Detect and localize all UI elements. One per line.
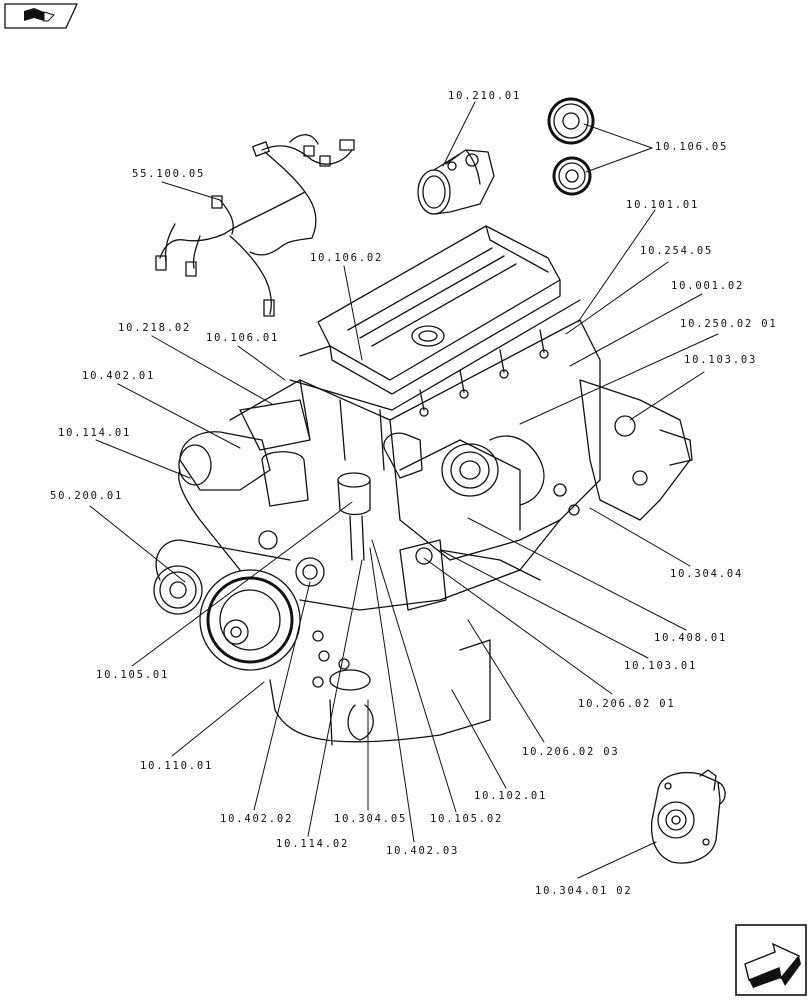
callout-timing-gears[interactable]: 10.106.05 <box>655 141 729 153</box>
next-page-button[interactable] <box>735 924 807 996</box>
callout-103-03[interactable]: 10.103.03 <box>684 354 758 366</box>
callout-304-01-02[interactable]: 10.304.01 02 <box>535 885 633 897</box>
callout-water-pump[interactable]: 10.210.01 <box>448 90 522 102</box>
leader-lines <box>89 101 719 879</box>
engine-assembly <box>153 225 693 746</box>
callout-250-02-01[interactable]: 10.250.02 01 <box>680 318 778 330</box>
callout-254-05[interactable]: 10.254.05 <box>640 245 714 257</box>
callout-206-02-01[interactable]: 10.206.02 01 <box>578 698 676 710</box>
callout-114-02[interactable]: 10.114.02 <box>276 838 350 850</box>
callout-102-01[interactable]: 10.102.01 <box>474 790 548 802</box>
callout-402-01[interactable]: 10.402.01 <box>82 370 156 382</box>
callout-50-200-01[interactable]: 50.200.01 <box>50 490 124 502</box>
callout-206-02-03[interactable]: 10.206.02 03 <box>522 746 620 758</box>
callout-110-01[interactable]: 10.110.01 <box>140 760 214 772</box>
callout-001-02[interactable]: 10.001.02 <box>671 280 745 292</box>
wiring-harness <box>155 134 355 317</box>
callout-103-01[interactable]: 10.103.01 <box>624 660 698 672</box>
timing-gears-part <box>547 97 595 196</box>
callout-106-01[interactable]: 10.106.01 <box>206 332 280 344</box>
previous-page-tab[interactable] <box>4 3 79 29</box>
callout-106-02[interactable]: 10.106.02 <box>310 252 384 264</box>
callout-408-01[interactable]: 10.408.01 <box>654 632 728 644</box>
water-pump-part <box>417 149 495 215</box>
book-page-icon <box>4 3 79 29</box>
callout-101-01[interactable]: 10.101.01 <box>626 199 700 211</box>
callout-402-03[interactable]: 10.402.03 <box>386 845 460 857</box>
next-page-arrow-icon <box>735 924 807 996</box>
callout-218-02[interactable]: 10.218.02 <box>118 322 192 334</box>
callout-114-01[interactable]: 10.114.01 <box>58 427 132 439</box>
callout-wiring-harness[interactable]: 55.100.05 <box>132 168 206 180</box>
callout-105-01[interactable]: 10.105.01 <box>96 669 170 681</box>
callout-304-05[interactable]: 10.304.05 <box>334 813 408 825</box>
callout-105-02[interactable]: 10.105.02 <box>430 813 504 825</box>
callout-304-04[interactable]: 10.304.04 <box>670 568 744 580</box>
callout-402-02[interactable]: 10.402.02 <box>220 813 294 825</box>
vacuum-pump-part <box>650 769 726 864</box>
